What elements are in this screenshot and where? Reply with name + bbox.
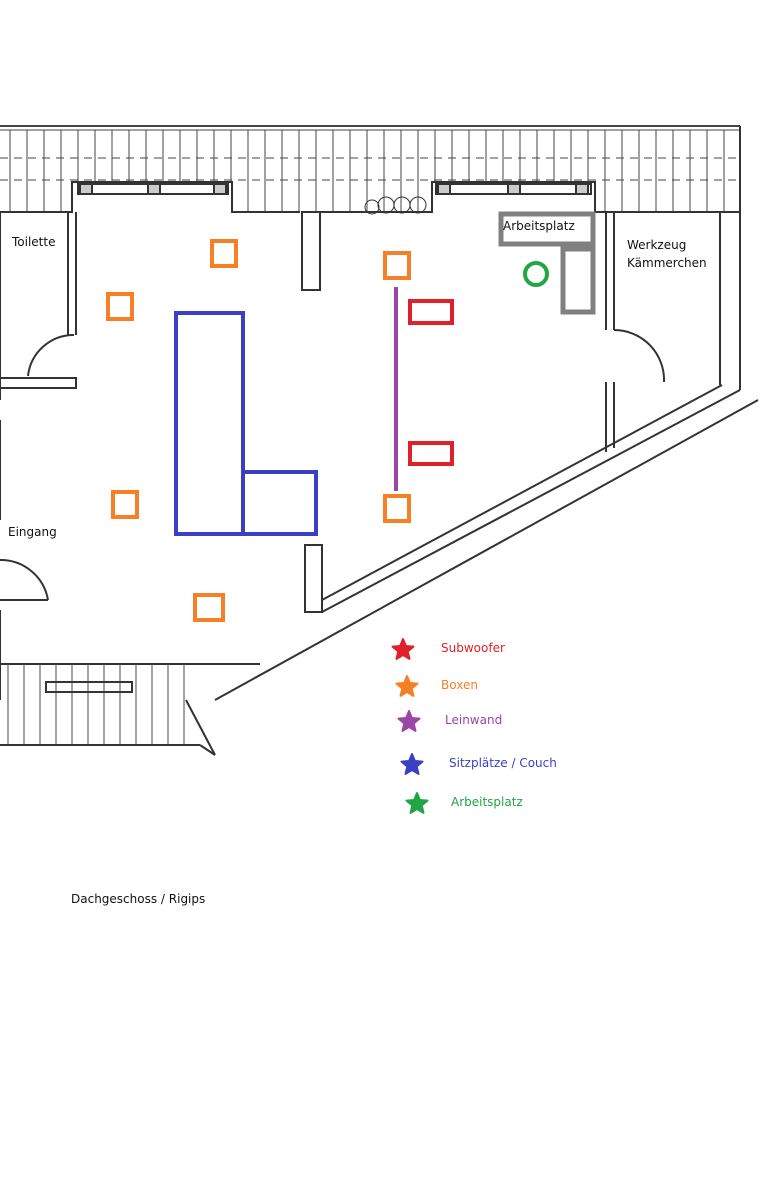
plant-icon <box>364 196 427 215</box>
legend-item: Sitzplätze / Couch <box>400 753 557 775</box>
floor-caption: Dachgeschoss / Rigips <box>71 892 205 906</box>
legend-item: Leinwand <box>397 710 502 732</box>
desk-label-arbeitsplatz: Arbeitsplatz <box>503 219 575 233</box>
legend-label: Arbeitsplatz <box>451 795 523 809</box>
subwoofer <box>408 299 454 325</box>
roof-rafters-top <box>0 125 740 212</box>
roof-rafters-bottom <box>7 664 185 745</box>
room-label-kammerchen: Kämmerchen <box>627 256 707 270</box>
legend-label: Sitzplätze / Couch <box>449 756 557 770</box>
speaker-box <box>210 239 238 268</box>
legend-label: Leinwand <box>445 713 502 727</box>
workdesk <box>498 211 596 315</box>
legend-item: Subwoofer <box>391 638 505 660</box>
legend-item: Arbeitsplatz <box>405 792 523 814</box>
star-icon <box>397 710 421 732</box>
legend-label: Boxen <box>441 678 478 692</box>
star-icon <box>400 753 424 775</box>
couch <box>174 311 318 536</box>
star-icon <box>405 792 429 814</box>
speaker-box <box>383 251 411 280</box>
legend-label: Subwoofer <box>441 641 505 655</box>
room-label-toilette: Toilette <box>11 235 55 249</box>
room-label-eingang: Eingang <box>8 525 57 539</box>
speaker-box <box>193 593 225 622</box>
subwoofer <box>408 441 454 466</box>
speaker-box <box>111 490 139 519</box>
speaker-box <box>106 292 134 321</box>
star-icon <box>395 675 419 697</box>
walls <box>0 126 759 756</box>
room-label-werkzeug: Werkzeug <box>627 238 686 252</box>
legend-item: Boxen <box>395 675 478 697</box>
workplace-marker <box>523 261 549 287</box>
star-icon <box>391 638 415 660</box>
speaker-box <box>383 494 411 523</box>
